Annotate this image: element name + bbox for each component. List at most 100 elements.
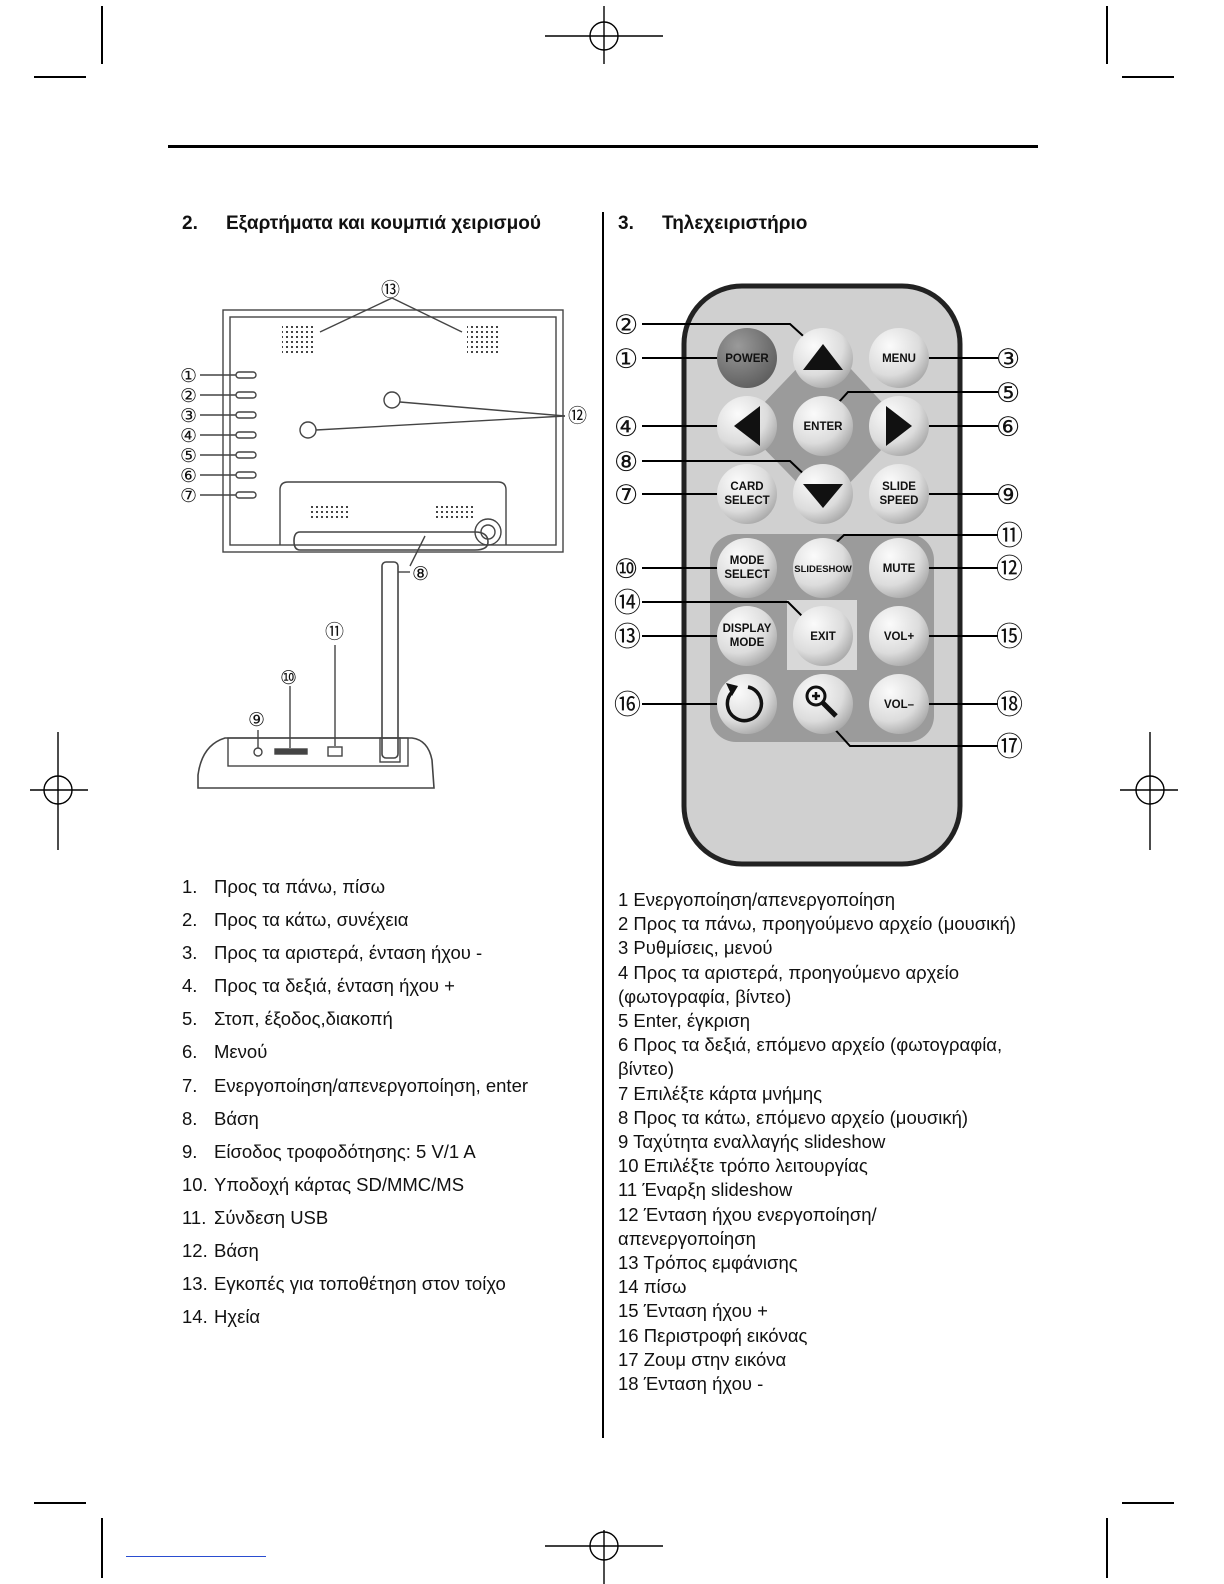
callout-18: ⑱ (996, 690, 1023, 720)
list-item: 6.Μενού (182, 1041, 268, 1063)
section-title-text: Εξαρτήματα και κουμπιά χειρισμού (226, 213, 541, 234)
crop-mark (1122, 76, 1174, 78)
callout-8: ⑧ (614, 447, 638, 477)
list-item: 2.Προς τα κάτω, συνέχεια (182, 909, 409, 931)
card-select-label-1: CARD (730, 481, 763, 493)
callout-3: ③ (180, 406, 197, 427)
left-section-title: 2.Εξαρτήματα και κουμπιά χειρισμού (182, 213, 541, 235)
card-select-label-2: SELECT (724, 495, 769, 507)
list-item: 8.Βάση (182, 1107, 259, 1129)
list-item: 11.Σύνδεση USB (182, 1206, 329, 1228)
frame-parts-list: 1.Προς τα πάνω, πίσω 2.Προς τα κάτω, συν… (182, 876, 528, 1339)
callout-6: ⑥ (996, 412, 1020, 442)
callout-15: ⑮ (996, 622, 1023, 652)
crop-mark (34, 1502, 86, 1504)
slideshow-button[interactable]: SLIDESHOW (793, 538, 853, 598)
list-item: 7 Επιλέξτε κάρτα μνήμης (618, 1082, 823, 1104)
mute-button[interactable]: MUTE (869, 538, 929, 598)
list-item: 11 Έναρξη slideshow (618, 1179, 793, 1201)
vol-minus-button[interactable]: VOL– (869, 674, 929, 734)
power-label: POWER (725, 353, 769, 365)
crop-mark (101, 6, 103, 64)
menu-button[interactable]: MENU (869, 328, 929, 388)
exit-button[interactable]: EXIT (793, 606, 853, 666)
callout-5: ⑤ (180, 446, 197, 467)
card-slot (274, 748, 308, 755)
remote-callouts: ② ① ③ ⑤ ④ ⑥ ⑧ ⑦ ⑨ ⑪ ⑩ ⑫ ⑭ ⑬ ⑮ ⑯ ⑱ ⑰ (614, 310, 1023, 762)
callout-1: ① (614, 344, 638, 374)
list-item: 10.Υποδοχή κάρτας SD/MMC/MS (182, 1173, 465, 1195)
list-item: 15 Ένταση ήχου + (618, 1300, 768, 1322)
list-item: 14 πίσω (618, 1276, 687, 1298)
vol-plus-label: VOL+ (884, 631, 915, 643)
frame-side (197, 737, 435, 789)
list-item: 1.Προς τα πάνω, πίσω (182, 876, 386, 897)
mode-select-label-2: SELECT (724, 569, 769, 581)
power-button[interactable]: POWER (717, 328, 777, 388)
callout-7: ⑦ (614, 480, 638, 510)
list-item: 12 Ένταση ήχου ενεργοποίηση/απενεργοποίη… (618, 1203, 877, 1249)
right-arrow-icon (886, 406, 912, 446)
display-mode-label-2: MODE (730, 637, 765, 649)
enter-label: ENTER (804, 421, 844, 433)
rotate-button[interactable] (717, 674, 777, 734)
callout-5: ⑤ (996, 378, 1020, 408)
list-item: 8 Προς τα κάτω, επόμενο αρχείο (μουσική) (618, 1106, 969, 1128)
down-arrow-icon (803, 484, 843, 508)
list-item: 5.Στοπ, έξοδος,διακοπή (182, 1008, 393, 1030)
list-item: 10 Επιλέξτε τρόπο λειτουργίας (618, 1155, 868, 1177)
section-number: 3. (618, 213, 634, 234)
slide-speed-label-2: SPEED (880, 495, 919, 507)
display-mode-label-1: DISPLAY (723, 623, 772, 635)
vol-minus-label: VOL– (884, 699, 915, 711)
wall-mount-slot (299, 421, 317, 439)
frame-back (222, 309, 564, 553)
crop-mark (101, 1518, 103, 1578)
right-section-title: 3. Τηλεχειριστήριο (618, 213, 807, 235)
zoom-button[interactable] (793, 674, 853, 734)
registration-mark (545, 6, 663, 64)
list-item: 3.Προς τα αριστερά, ένταση ήχου - (182, 942, 483, 964)
enter-button[interactable]: ENTER (793, 396, 853, 456)
registration-mark (1120, 732, 1178, 850)
stand (293, 531, 489, 551)
column-divider (602, 212, 604, 1438)
list-item: 9 Ταχύτητα εναλλαγής slideshow (618, 1131, 886, 1153)
callout-2: ② (614, 310, 638, 340)
footer-rule (126, 1556, 266, 1557)
section-title-text: Τηλεχειριστήριο (662, 213, 808, 234)
vol-plus-button[interactable]: VOL+ (869, 606, 929, 666)
header-rule (168, 145, 1038, 148)
callout-4: ④ (614, 412, 638, 442)
up-button[interactable] (793, 328, 853, 388)
list-item: 18 Ένταση ήχου - (618, 1373, 764, 1395)
slide-speed-button[interactable]: SLIDE SPEED (869, 464, 929, 524)
slideshow-label: SLIDESHOW (794, 564, 852, 575)
side-buttons (200, 371, 257, 499)
callout-13: ⑬ (381, 279, 400, 301)
left-button[interactable] (717, 396, 777, 456)
wall-mount-slot (383, 391, 401, 409)
up-arrow-icon (803, 344, 843, 370)
speaker-grille (282, 325, 314, 353)
exit-label: EXIT (810, 631, 836, 643)
list-item: 2 Προς τα πάνω, προηγούμενο αρχείο (μουσ… (618, 913, 1016, 935)
callout-12: ⑫ (568, 405, 587, 427)
mode-select-button[interactable]: MODE SELECT (717, 538, 777, 598)
callout-16: ⑯ (614, 690, 641, 720)
frame-diagram: ⑬ ① ② ③ ④ ⑤ ⑥ ⑦ ⑫ ⑧ ⑪ ⑩ ⑨ (180, 279, 587, 789)
zoom-in-icon (805, 685, 838, 718)
list-item: 5 Enter, έγκριση (618, 1010, 750, 1032)
down-button[interactable] (793, 464, 853, 524)
list-item: 13.Εγκοπές για τοποθέτηση στον τοίχο (182, 1273, 506, 1295)
usb-port (327, 746, 343, 757)
mode-select-label-1: MODE (730, 555, 765, 567)
callout-4: ④ (180, 426, 197, 447)
list-item: 9.Είσοδος τροφοδότησης: 5 V/1 A (182, 1140, 476, 1162)
rotate-icon (725, 685, 764, 723)
display-mode-button[interactable]: DISPLAY MODE (717, 606, 777, 666)
list-item: 4.Προς τα δεξιά, ένταση ήχου + (182, 975, 455, 997)
callout-17: ⑰ (996, 732, 1023, 762)
card-select-button[interactable]: CARD SELECT (717, 464, 777, 524)
right-button[interactable] (869, 396, 929, 456)
